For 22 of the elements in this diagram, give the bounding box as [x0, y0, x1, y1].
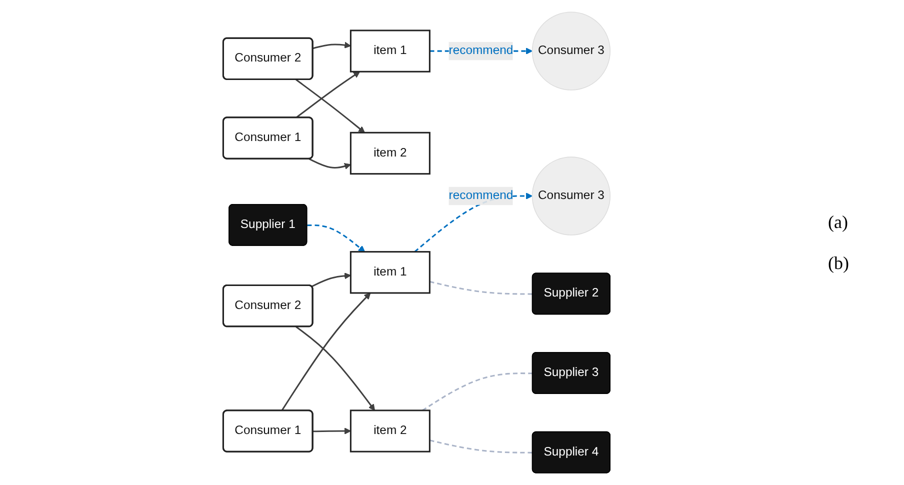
arrow — [312, 272, 352, 288]
panel-label: (b) — [828, 252, 850, 274]
node-box: item 2 — [350, 410, 431, 452]
arrow — [313, 42, 352, 50]
node-circle: Consumer 3 — [532, 156, 611, 236]
connector — [430, 280, 533, 295]
panel-label: (a) — [828, 212, 849, 232]
arrow — [281, 292, 372, 412]
connector — [422, 372, 533, 412]
arrow — [296, 326, 376, 411]
arrow — [307, 224, 366, 252]
node-box: item 1 — [350, 251, 431, 294]
node-circle: Consumer 3 — [532, 12, 611, 90]
edge-label: recommend — [449, 44, 514, 58]
arrow — [296, 79, 366, 133]
edge-label: recommend — [449, 189, 514, 202]
arrow — [313, 428, 352, 434]
arrow — [296, 71, 360, 118]
arrow — [309, 158, 352, 170]
node-box: item 2 — [350, 132, 431, 175]
connector — [430, 440, 533, 454]
node-box: item 1 — [350, 30, 431, 72]
